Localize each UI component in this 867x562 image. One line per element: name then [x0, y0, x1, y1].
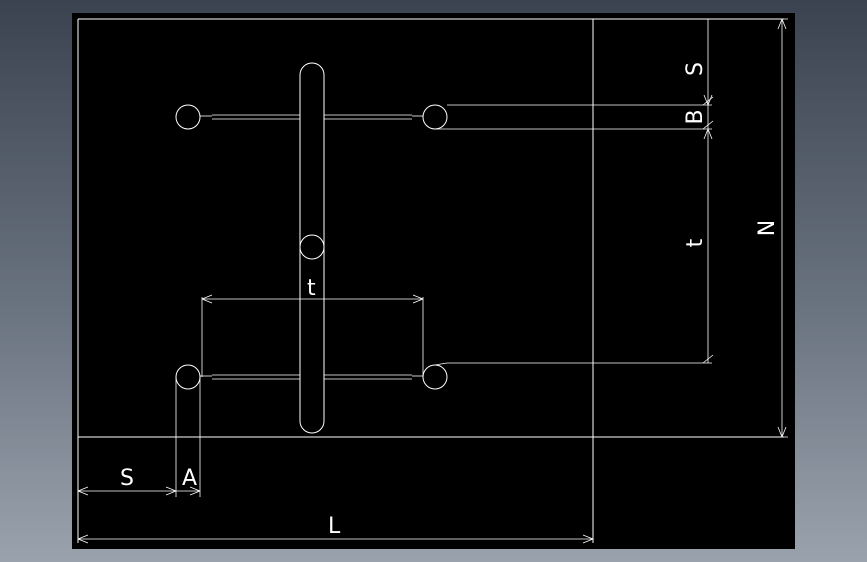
- dimension-label-t-vertical: t: [683, 238, 708, 247]
- dimension-arrow: [412, 298, 424, 304]
- dimension-label-t-horizontal: t: [307, 276, 316, 301]
- upper-left-hole: [175, 104, 201, 130]
- dimension-arrow: [703, 128, 709, 140]
- dimension-label-L: L: [328, 514, 341, 539]
- dimension-arrow: [781, 426, 787, 438]
- dimension-arrow: [77, 486, 89, 492]
- dimension-arrow: [189, 486, 201, 492]
- cad-drawing: S A L t S B t N: [77, 18, 788, 544]
- upper-right-hole: [422, 104, 448, 130]
- lower-right-hole: [422, 364, 448, 390]
- dimension-arrow: [707, 128, 713, 140]
- vertical-slot: [299, 62, 325, 434]
- dimension-arrow: [781, 18, 787, 30]
- dimension-arrow: [582, 538, 594, 544]
- dimension-arrow: [582, 534, 594, 540]
- dimension-arrow: [77, 490, 89, 496]
- dimension-label-S: S: [120, 466, 134, 491]
- dimension-label-S-vertical: S: [683, 62, 708, 76]
- dimension-label-N: N: [755, 220, 780, 236]
- dimension-arrow: [412, 294, 424, 300]
- cad-drawing-viewport[interactable]: S A L t S B t N: [72, 13, 795, 549]
- lower-left-hole: [175, 364, 201, 390]
- dimension-label-B: B: [683, 109, 708, 124]
- dimension-arrow: [707, 94, 713, 106]
- extension-line: [434, 362, 448, 366]
- dimension-tick: [702, 120, 714, 130]
- dimension-tick: [702, 96, 714, 106]
- dimension-arrow: [201, 298, 213, 304]
- dimension-arrow: [703, 94, 709, 106]
- dimension-label-A: A: [182, 466, 197, 491]
- dimension-arrow: [165, 486, 177, 492]
- middle-hole: [299, 234, 325, 260]
- dimension-arrow: [189, 490, 201, 496]
- dimension-arrow: [77, 534, 89, 540]
- dimension-tick: [702, 354, 714, 364]
- dimension-arrow: [201, 294, 213, 300]
- dimension-arrow: [777, 18, 783, 30]
- dimension-arrow: [77, 538, 89, 544]
- dimension-arrow: [777, 426, 783, 438]
- dimension-arrow: [165, 490, 177, 496]
